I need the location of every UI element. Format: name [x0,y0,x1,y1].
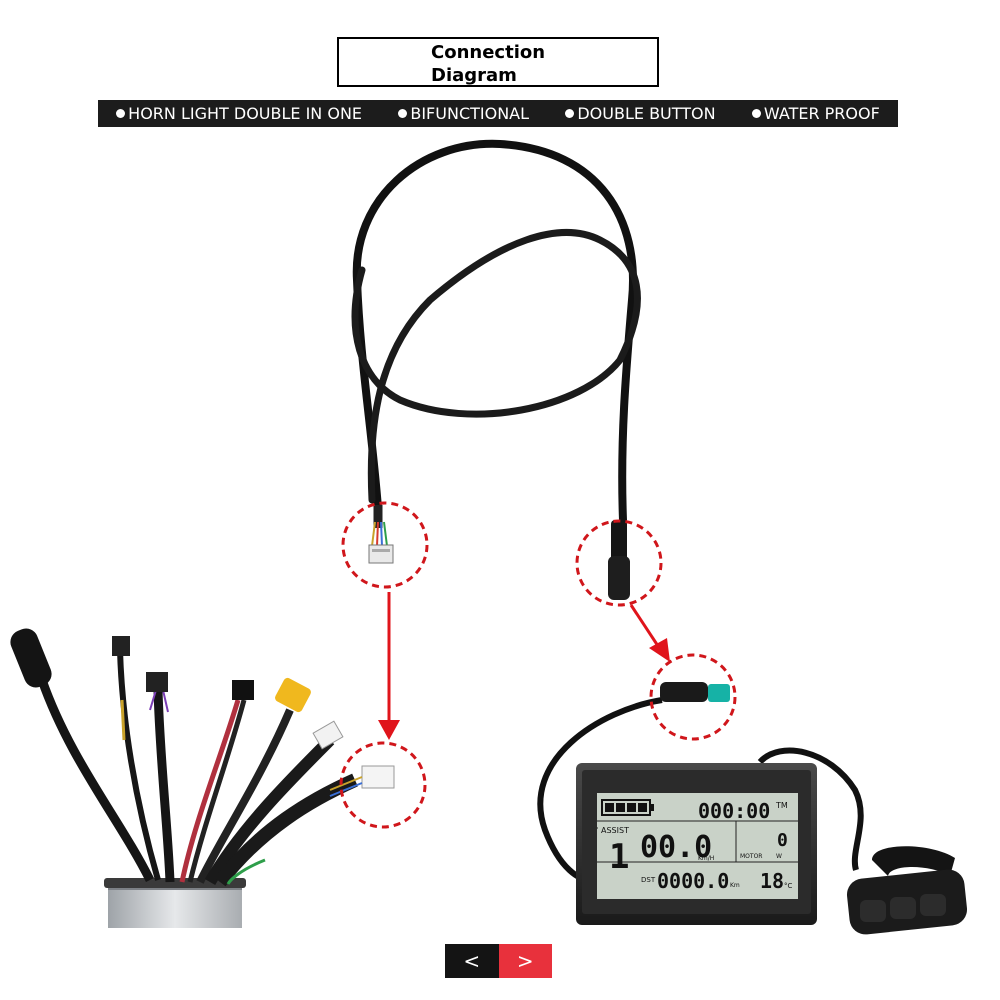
lcd-distance: 0000.0 [657,869,729,893]
display-side-connector-icon [608,520,630,600]
previous-button[interactable]: < [445,944,499,978]
lcd-motor-value: 0 [777,830,788,851]
feature-label: DOUBLE BUTTON [577,104,716,123]
handlebar-button-unit [846,846,968,935]
lcd-speed-unit: Km/H [698,855,714,862]
lcd-time: 000:00 [698,799,770,823]
controller-illustration [10,628,395,928]
lcd-assist-label: ASSIST [601,826,629,835]
up-button-icon [920,894,946,916]
highlight-circle [339,741,427,829]
title-box: Connection Diagram [337,37,659,87]
lcd-display-unit: 000:00 TM ASSIST 1 00.0 Km/H 0 MOTOR W D… [576,763,817,925]
controller-side-connector-icon [368,505,394,564]
extension-cable [351,139,641,524]
lcd-motor-label: MOTOR [740,853,762,860]
highlight-circle [575,519,663,607]
feature-item: BIFUNCTIONAL [398,104,529,123]
lcd-dst-label: DST [641,876,656,884]
lcd-temp-unit: °C [784,882,793,890]
pagination-nav: < > [445,944,552,978]
bullet-icon [751,109,761,118]
arrow-to-controller [378,592,400,740]
feature-label: BIFUNCTIONAL [410,104,530,123]
display-cable [537,682,864,883]
bullet-icon [116,109,126,118]
feature-item: WATER PROOF [751,104,880,123]
bullet-icon [398,109,408,118]
lcd-motor-unit: W [776,853,782,860]
lcd-tm: TM [775,801,788,810]
battery-icon [601,799,654,816]
page-title: Connection Diagram [431,42,546,86]
feature-bar: HORN LIGHT DOUBLE IN ONE BIFUNCTIONAL DO… [98,100,898,127]
lcd-distance-unit: Km [730,882,740,889]
down-button-icon [890,897,916,919]
feature-item: DOUBLE BUTTON [565,104,716,123]
feature-item: HORN LIGHT DOUBLE IN ONE [116,104,362,123]
next-button[interactable]: > [498,944,552,978]
feature-label: HORN LIGHT DOUBLE IN ONE [128,104,363,123]
lcd-speed: 00.0 [640,830,712,865]
highlight-circle [649,653,737,741]
highlight-circle [341,501,429,589]
mode-button-icon [860,900,886,922]
lcd-temperature: 18 [760,869,784,893]
bullet-icon [565,109,575,118]
lcd-assist-level: 1 [609,837,629,877]
arrow-to-display [629,604,670,662]
feature-label: WATER PROOF [763,104,880,123]
